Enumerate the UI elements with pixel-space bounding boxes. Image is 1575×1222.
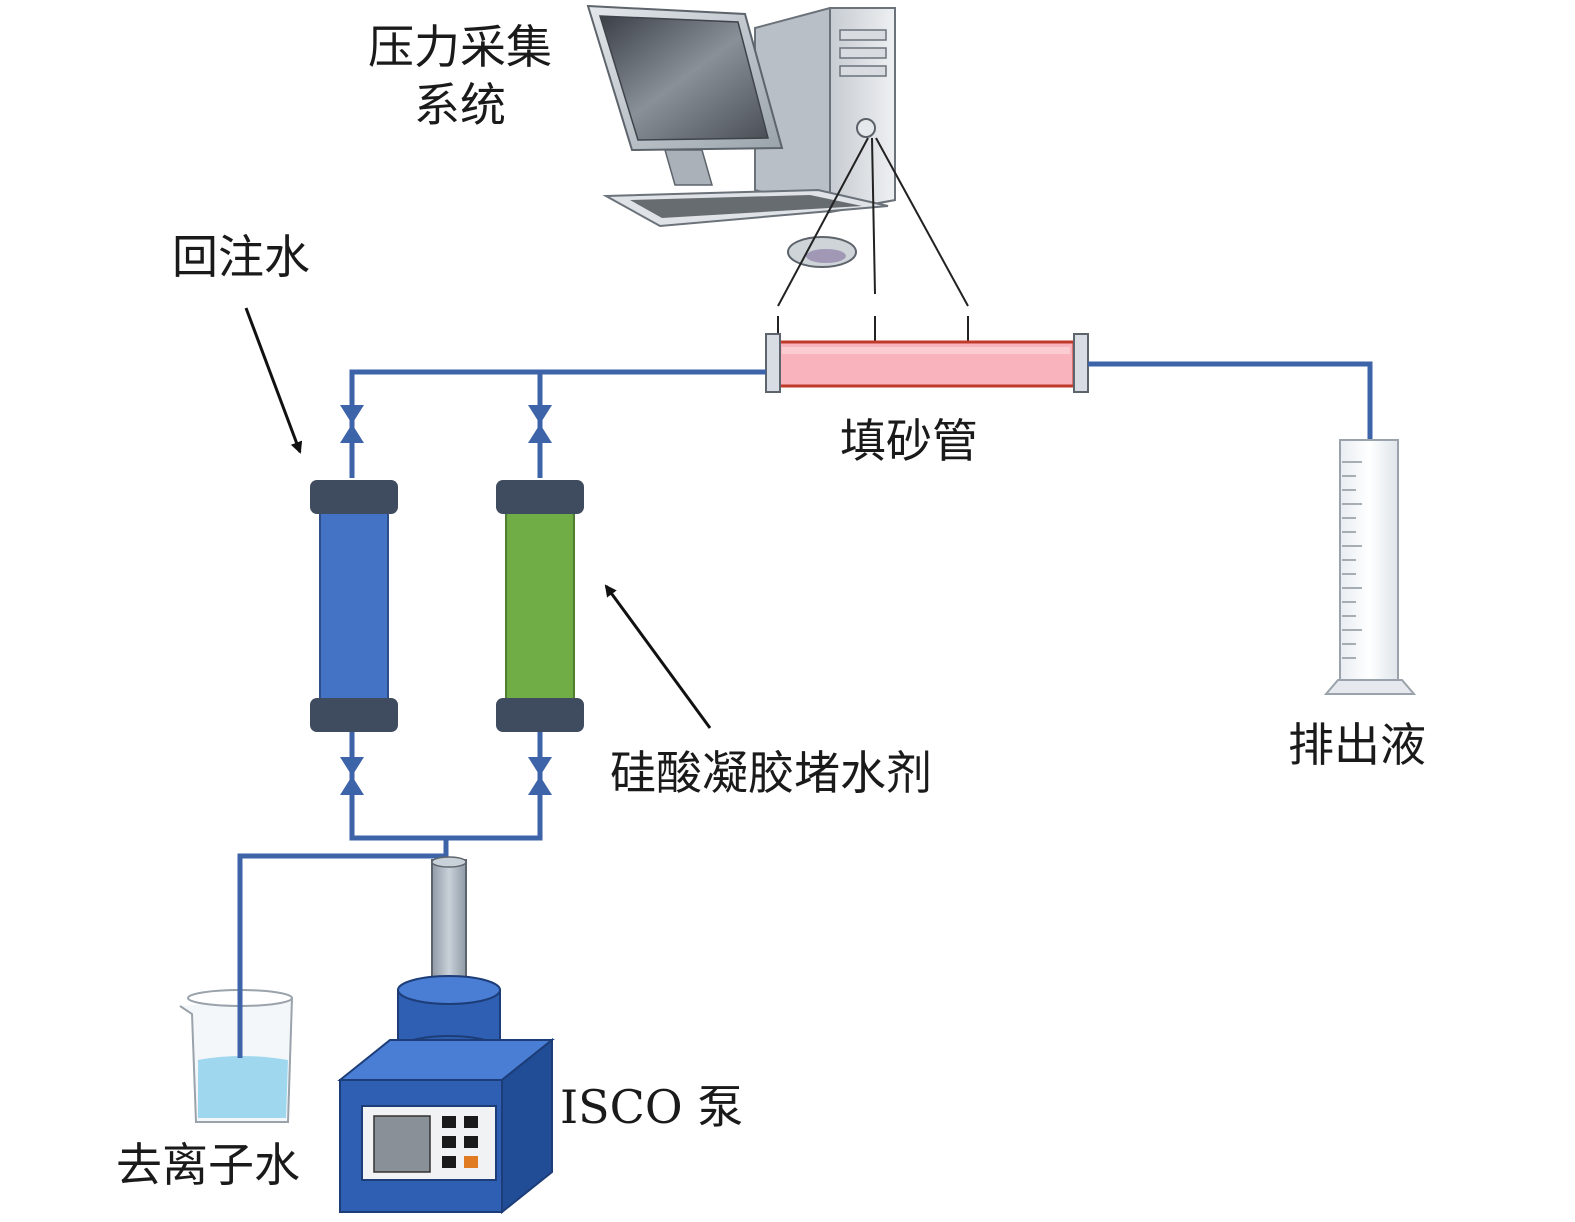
- effluent-label: 排出液: [1288, 718, 1426, 772]
- pipe-network: [237, 361, 1373, 1058]
- gel-agent-arrow: [604, 584, 712, 729]
- valve-icon: [528, 405, 552, 443]
- deionized-water-label: 去离子水: [116, 1138, 300, 1192]
- reinjection-water-label: 回注水: [172, 230, 310, 284]
- pressure-acquisition-system-label: 压力采集 系统: [340, 18, 580, 134]
- sand-pack-tube: [765, 316, 1089, 393]
- isco-pump-label: ISCO 泵: [560, 1080, 744, 1134]
- valve-icon: [340, 757, 364, 795]
- deionized-water-beaker: [179, 856, 293, 1123]
- silicate-gel-agent-label: 硅酸凝胶堵水剂: [610, 746, 932, 800]
- pressure-signal-wires: [777, 137, 969, 307]
- graduated-cylinder: [1323, 439, 1417, 695]
- daq-label-line1: 压力采集: [368, 20, 552, 74]
- sand-pack-tube-label: 填砂管: [840, 414, 978, 468]
- gel-agent-cylinder: [496, 480, 584, 732]
- reinjection-water-cylinder: [310, 480, 398, 732]
- daq-label-line2: 系统: [414, 78, 506, 132]
- reinjection-water-arrow: [244, 307, 303, 454]
- valve-icon: [528, 757, 552, 795]
- computer-icon: [586, 4, 896, 268]
- isco-pump: [337, 856, 555, 1215]
- valve-icon: [340, 405, 364, 443]
